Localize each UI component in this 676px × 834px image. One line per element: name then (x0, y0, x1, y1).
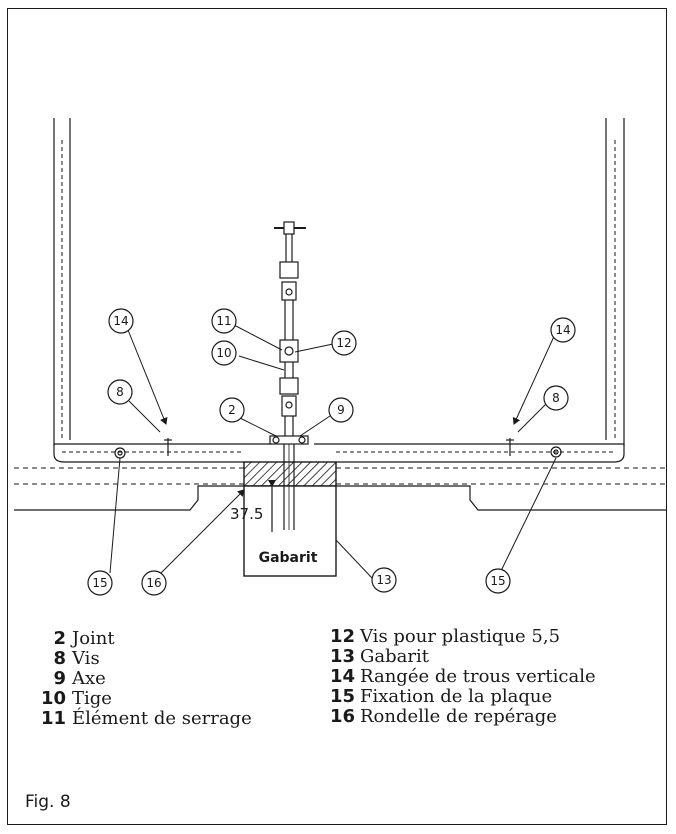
base-plate (53, 443, 625, 463)
callout-15-left: 15 (92, 576, 107, 590)
callout-11: 11 (216, 314, 231, 328)
callout-circles (87, 308, 576, 596)
screw-left (164, 438, 172, 456)
figure-frame (7, 8, 667, 825)
callout-8-left: 8 (116, 385, 124, 399)
floor-dashed-lines (14, 467, 666, 485)
figure-label: Fig. 8 (25, 792, 71, 812)
screw-right (506, 438, 514, 456)
floor-profile (14, 485, 666, 511)
dimension-line (266, 480, 284, 532)
callout-16: 16 (146, 576, 161, 590)
callout-12: 12 (336, 336, 351, 350)
callout-10: 10 (216, 346, 231, 360)
dimension-value: 37.5 (230, 505, 263, 523)
callout-13: 13 (376, 573, 391, 587)
right-side-panel (605, 118, 625, 446)
callout-14-right: 14 (555, 323, 570, 337)
callout-2: 2 (228, 403, 236, 417)
leader-lines (109, 324, 557, 579)
callout-15-right: 15 (490, 574, 505, 588)
rod-assembly (269, 221, 309, 530)
template-label: Gabarit (259, 550, 318, 566)
callout-numbers: 14 8 11 12 10 2 9 14 8 15 16 13 15 (92, 314, 570, 590)
plate-fixing-right (550, 446, 562, 458)
callout-9: 9 (337, 403, 345, 417)
callout-8-right: 8 (552, 391, 560, 405)
marking-washer (243, 461, 337, 487)
left-side-panel (53, 118, 71, 446)
callout-14-left: 14 (113, 314, 128, 328)
plate-fixing-left (114, 447, 126, 459)
template-block (243, 485, 337, 577)
